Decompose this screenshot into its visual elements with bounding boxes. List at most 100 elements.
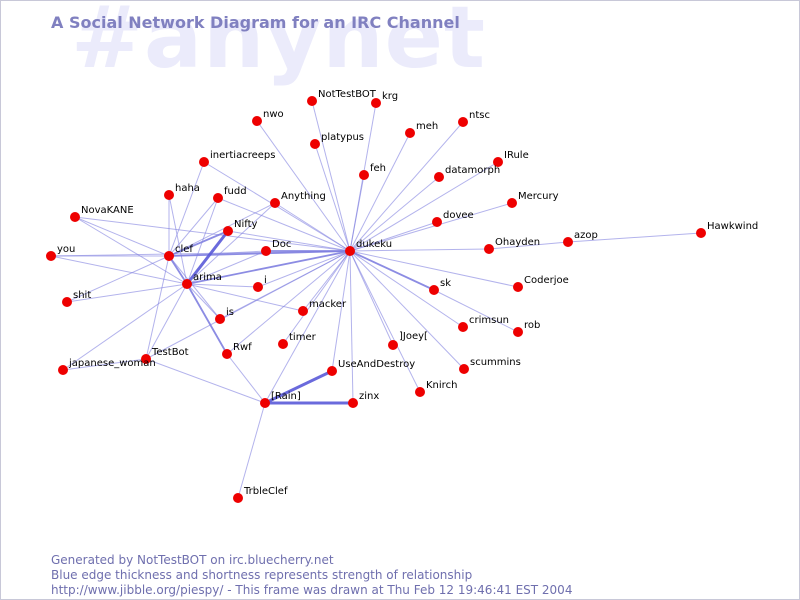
node-label-arima: arima xyxy=(193,272,222,283)
edge-Rain-Rwf xyxy=(226,353,266,404)
node-dot-fudd[interactable] xyxy=(213,193,223,203)
node-NotTestBOT[interactable]: NotTestBOT xyxy=(307,89,377,106)
node-dot-shit[interactable] xyxy=(62,297,72,307)
node-dot-dovee[interactable] xyxy=(432,217,442,227)
node-dot-NovaKANE[interactable] xyxy=(70,212,80,222)
node-scummins[interactable]: scummins xyxy=(459,357,521,374)
node-Coderjoe[interactable]: Coderjoe xyxy=(513,275,569,292)
node-dot-Knirch[interactable] xyxy=(415,387,425,397)
node-inertiacreeps[interactable]: inertiacreeps xyxy=(199,150,275,167)
node-dot-Doc[interactable] xyxy=(261,246,271,256)
node-dot-UseAndDestroy[interactable] xyxy=(327,366,337,376)
node-dot-crimsun[interactable] xyxy=(458,322,468,332)
node-dot-i[interactable] xyxy=(253,282,263,292)
node-ntsc[interactable]: ntsc xyxy=(458,110,490,127)
node-label-timer: timer xyxy=(289,332,317,343)
node-dot-Rwf[interactable] xyxy=(222,349,232,359)
node-dot-Ohayden[interactable] xyxy=(484,244,494,254)
node-dot-azop[interactable] xyxy=(563,237,573,247)
node-dot-Rain[interactable] xyxy=(260,398,270,408)
node-feh[interactable]: feh xyxy=(359,163,386,180)
node-label-rob: rob xyxy=(524,320,540,331)
node-dot-feh[interactable] xyxy=(359,170,369,180)
node-krg[interactable]: krg xyxy=(371,91,398,108)
node-label-Ohayden: Ohayden xyxy=(495,237,540,248)
node-Nifty[interactable]: Nifty xyxy=(223,219,258,236)
node-nwo[interactable]: nwo xyxy=(252,109,284,126)
node-TestBot[interactable]: TestBot xyxy=(141,347,189,364)
node-dot-Coderjoe[interactable] xyxy=(513,282,523,292)
edge-arima-Anything xyxy=(186,202,276,285)
node-dot-Joey[interactable] xyxy=(388,340,398,350)
node-dot-Nifty[interactable] xyxy=(223,226,233,236)
node-TrbleClef[interactable]: TrbleClef xyxy=(233,486,288,503)
node-dot-inertiacreeps[interactable] xyxy=(199,157,209,167)
edge-sk-rob xyxy=(433,289,519,333)
node-Knirch[interactable]: Knirch xyxy=(415,380,457,397)
node-Hawkwind[interactable]: Hawkwind xyxy=(696,221,758,238)
node-dot-dukeku[interactable] xyxy=(345,246,355,256)
node-dot-TrbleClef[interactable] xyxy=(233,493,243,503)
node-dot-Mercury[interactable] xyxy=(507,198,517,208)
node-is[interactable]: is xyxy=(215,307,234,324)
node-dot-scummins[interactable] xyxy=(459,364,469,374)
node-dukeku[interactable]: dukeku xyxy=(345,239,392,256)
node-dot-is[interactable] xyxy=(215,314,225,324)
node-Rwf[interactable]: Rwf xyxy=(222,342,252,359)
node-japanese_woman[interactable]: japanese_woman xyxy=(58,358,156,375)
node-fudd[interactable]: fudd xyxy=(213,186,247,203)
node-label-TrbleClef: TrbleClef xyxy=(243,486,288,497)
node-dot-timer[interactable] xyxy=(278,339,288,349)
node-dot-krg[interactable] xyxy=(371,98,381,108)
node-dovee[interactable]: dovee xyxy=(432,210,474,227)
node-dot-platypus[interactable] xyxy=(310,139,320,149)
node-dot-rob[interactable] xyxy=(513,327,523,337)
node-dot-you[interactable] xyxy=(46,251,56,261)
node-dot-zinx[interactable] xyxy=(348,398,358,408)
node-label-inertiacreeps: inertiacreeps xyxy=(210,150,275,161)
node-NovaKANE[interactable]: NovaKANE xyxy=(70,205,134,222)
node-Anything[interactable]: Anything xyxy=(270,191,326,208)
node-datamorph[interactable]: datamorph xyxy=(434,165,500,182)
node-dot-meh[interactable] xyxy=(405,128,415,138)
node-Rain[interactable]: [Rain] xyxy=(260,391,301,408)
node-sk[interactable]: sk xyxy=(429,278,451,295)
node-dot-arima[interactable] xyxy=(182,279,192,289)
node-dot-Anything[interactable] xyxy=(270,198,280,208)
node-dot-sk[interactable] xyxy=(429,285,439,295)
node-azop[interactable]: azop xyxy=(563,230,598,247)
node-Joey[interactable]: ]Joey[ xyxy=(388,331,428,350)
node-platypus[interactable]: platypus xyxy=(310,132,364,149)
node-dot-nwo[interactable] xyxy=(252,116,262,126)
node-dot-datamorph[interactable] xyxy=(434,172,444,182)
node-meh[interactable]: meh xyxy=(405,121,438,138)
node-IRule[interactable]: IRule xyxy=(493,150,529,167)
node-i[interactable]: i xyxy=(253,275,267,292)
edge-arima-NovaKANE xyxy=(74,216,188,285)
node-dot-ntsc[interactable] xyxy=(458,117,468,127)
footer-url-line[interactable]: http://www.jibble.org/piespy/ - This fra… xyxy=(51,583,573,597)
node-UseAndDestroy[interactable]: UseAndDestroy xyxy=(327,359,415,376)
node-macker[interactable]: macker xyxy=(298,299,347,316)
node-dot-japanese_woman[interactable] xyxy=(58,365,68,375)
node-zinx[interactable]: zinx xyxy=(348,391,379,408)
node-rob[interactable]: rob xyxy=(513,320,540,337)
node-Mercury[interactable]: Mercury xyxy=(507,191,559,208)
node-dot-Hawkwind[interactable] xyxy=(696,228,706,238)
edge-dukeku-IRule xyxy=(349,161,499,252)
node-dot-macker[interactable] xyxy=(298,306,308,316)
node-dot-NotTestBOT[interactable] xyxy=(307,96,317,106)
node-clef[interactable]: clef xyxy=(164,244,193,261)
node-dot-clef[interactable] xyxy=(164,251,174,261)
node-Doc[interactable]: Doc xyxy=(261,239,291,256)
node-dot-haha[interactable] xyxy=(164,190,174,200)
node-dot-IRule[interactable] xyxy=(493,157,503,167)
node-you[interactable]: you xyxy=(46,244,75,261)
node-crimsun[interactable]: crimsun xyxy=(458,315,509,332)
node-arima[interactable]: arima xyxy=(182,272,222,289)
node-timer[interactable]: timer xyxy=(278,332,317,349)
node-Ohayden[interactable]: Ohayden xyxy=(484,237,540,254)
node-dot-TestBot[interactable] xyxy=(141,354,151,364)
node-haha[interactable]: haha xyxy=(164,183,200,200)
node-shit[interactable]: shit xyxy=(62,290,91,307)
